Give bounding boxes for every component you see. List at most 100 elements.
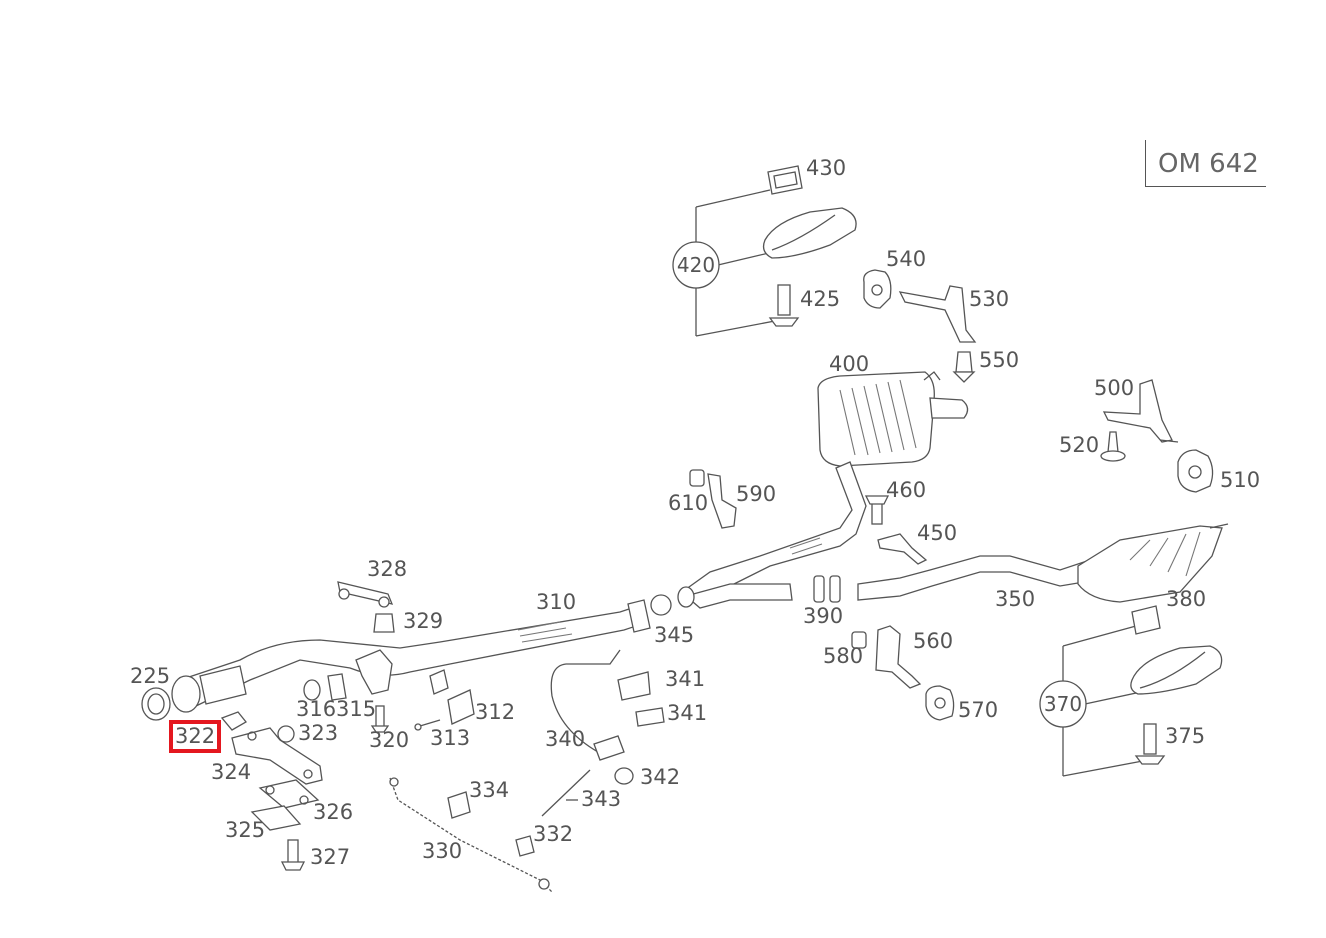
part-328-hanger[interactable] xyxy=(337,581,394,608)
part-400-rear-muffler[interactable] xyxy=(817,371,969,467)
part-label-540[interactable]: 540 xyxy=(886,247,927,271)
part-label-341-upper[interactable]: 341 xyxy=(665,667,706,691)
engine-code-box: OM 642 xyxy=(1145,140,1266,187)
part-label-380[interactable]: 380 xyxy=(1166,587,1207,611)
part-label-320[interactable]: 320 xyxy=(369,728,410,752)
part-label-375[interactable]: 375 xyxy=(1165,724,1206,748)
part-label-322-highlighted[interactable]: 322 xyxy=(168,720,222,753)
part-label-313[interactable]: 313 xyxy=(430,726,471,750)
callout-370-label[interactable]: 370 xyxy=(1043,692,1083,716)
part-label-334[interactable]: 334 xyxy=(469,778,510,802)
part-label-460[interactable]: 460 xyxy=(886,478,927,502)
part-label-343[interactable]: 343 xyxy=(581,787,622,811)
part-610-nut[interactable] xyxy=(689,469,705,487)
part-225-clamp[interactable] xyxy=(141,687,171,721)
part-label-329[interactable]: 329 xyxy=(403,609,444,633)
part-380-rear-muffler-lower[interactable] xyxy=(1077,523,1229,603)
part-label-325[interactable]: 325 xyxy=(225,818,266,842)
part-label-430[interactable]: 430 xyxy=(806,156,847,180)
part-label-610[interactable]: 610 xyxy=(668,491,709,515)
part-label-350[interactable]: 350 xyxy=(995,587,1036,611)
part-310-front-pipe[interactable] xyxy=(171,599,651,713)
part-322-hanger[interactable] xyxy=(220,711,247,731)
part-label-450[interactable]: 450 xyxy=(917,521,958,545)
part-375-bolt[interactable] xyxy=(1134,723,1166,765)
part-label-345[interactable]: 345 xyxy=(654,623,695,647)
part-540-rubber-mount[interactable] xyxy=(863,269,892,309)
part-326-plate[interactable] xyxy=(258,779,320,809)
part-label-312[interactable]: 312 xyxy=(475,700,516,724)
part-313-pin[interactable] xyxy=(414,719,441,731)
part-341-clip-upper[interactable] xyxy=(617,671,651,701)
part-label-530[interactable]: 530 xyxy=(969,287,1010,311)
part-label-390[interactable]: 390 xyxy=(803,604,844,628)
part-label-425[interactable]: 425 xyxy=(800,287,841,311)
part-370-tailpipe-trim[interactable] xyxy=(1130,645,1223,695)
part-345-clamp[interactable] xyxy=(650,594,672,616)
part-label-225[interactable]: 225 xyxy=(130,664,171,688)
part-510-rubber-mount[interactable] xyxy=(1177,449,1214,493)
part-550-screw[interactable] xyxy=(952,351,976,383)
part-390-clamp[interactable] xyxy=(813,575,841,603)
part-label-315[interactable]: 315 xyxy=(336,697,377,721)
callout-370-circle[interactable] xyxy=(1039,680,1087,728)
callout-420-circle[interactable] xyxy=(672,241,720,289)
part-380-clip-nut[interactable] xyxy=(1131,605,1161,635)
part-530-bracket[interactable] xyxy=(898,285,977,343)
part-520-screw[interactable] xyxy=(1100,431,1126,462)
part-label-590[interactable]: 590 xyxy=(736,482,777,506)
part-label-500[interactable]: 500 xyxy=(1094,376,1135,400)
part-341-clip-lower[interactable] xyxy=(635,707,665,727)
part-312-bushing[interactable] xyxy=(447,689,475,725)
callout-420-label[interactable]: 420 xyxy=(676,253,716,277)
part-label-324[interactable]: 324 xyxy=(211,760,252,784)
part-label-330[interactable]: 330 xyxy=(422,839,463,863)
part-label-327[interactable]: 327 xyxy=(310,845,351,869)
part-430-clip-nut[interactable] xyxy=(767,165,803,195)
part-329-nut[interactable] xyxy=(373,613,395,633)
part-315-bushing[interactable] xyxy=(327,673,347,701)
part-323-nut[interactable] xyxy=(277,725,295,743)
part-316-bushing[interactable] xyxy=(303,679,321,701)
part-500-bracket[interactable] xyxy=(1102,379,1179,443)
part-label-310[interactable]: 310 xyxy=(536,590,577,614)
callout-420-bracket xyxy=(672,189,791,337)
part-label-580[interactable]: 580 xyxy=(823,644,864,668)
part-340-sensor-cable[interactable] xyxy=(550,649,625,761)
part-label-400[interactable]: 400 xyxy=(829,352,870,376)
part-label-550[interactable]: 550 xyxy=(979,348,1020,372)
part-front-pipe-bracket[interactable] xyxy=(355,649,393,695)
part-325-plate[interactable] xyxy=(250,805,302,831)
part-450-bracket[interactable] xyxy=(877,533,928,565)
part-label-323[interactable]: 323 xyxy=(298,721,339,745)
part-label-316[interactable]: 316 xyxy=(296,697,337,721)
part-320-bolt[interactable] xyxy=(370,705,390,733)
part-label-328[interactable]: 328 xyxy=(367,557,408,581)
part-343-rod[interactable] xyxy=(541,769,591,817)
part-580-nut[interactable] xyxy=(851,631,867,649)
part-460-screw[interactable] xyxy=(864,495,890,525)
part-pipe-grommet[interactable] xyxy=(429,669,449,695)
part-342-grommet[interactable] xyxy=(614,767,634,785)
part-label-560[interactable]: 560 xyxy=(913,629,954,653)
part-label-340[interactable]: 340 xyxy=(545,727,586,751)
part-label-520[interactable]: 520 xyxy=(1059,433,1100,457)
part-560-bracket[interactable] xyxy=(875,625,922,689)
part-label-326[interactable]: 326 xyxy=(313,800,354,824)
part-425-bolt[interactable] xyxy=(768,284,800,327)
part-332-clip[interactable] xyxy=(515,835,535,857)
part-middle-pipe[interactable] xyxy=(677,461,867,609)
part-label-510[interactable]: 510 xyxy=(1220,468,1261,492)
part-label-341-lower[interactable]: 341 xyxy=(667,701,708,725)
part-330-cable[interactable] xyxy=(389,777,553,893)
part-324-bracket[interactable] xyxy=(231,727,323,785)
part-label-332[interactable]: 332 xyxy=(533,822,574,846)
part-334-clip[interactable] xyxy=(447,791,471,819)
part-420-tailpipe-trim[interactable] xyxy=(762,207,857,259)
part-327-bolt[interactable] xyxy=(280,839,306,871)
part-label-342[interactable]: 342 xyxy=(640,765,681,789)
part-590-bracket[interactable] xyxy=(707,473,737,529)
part-label-570[interactable]: 570 xyxy=(958,698,999,722)
part-570-rubber-mount[interactable] xyxy=(925,685,955,721)
